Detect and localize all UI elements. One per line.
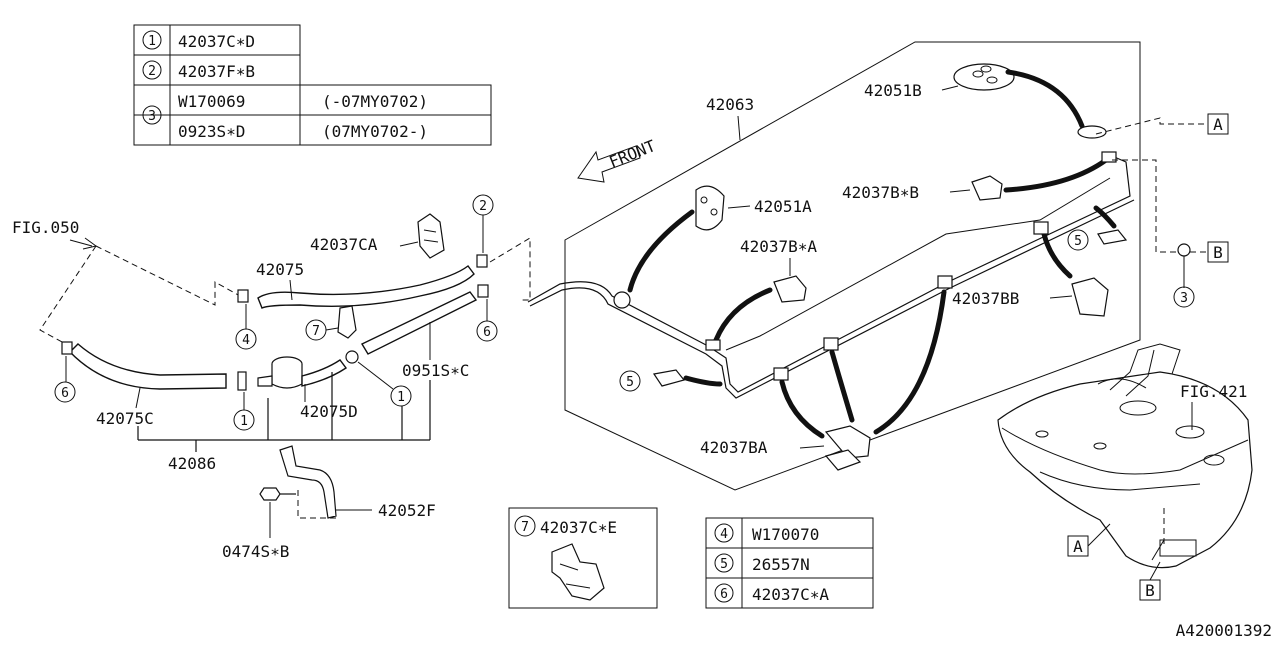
clamp-6-left xyxy=(61,341,73,355)
ref-part: 42037C∗D xyxy=(178,32,255,51)
label-42086: 42086 xyxy=(168,454,216,473)
fuel-tank: FIG.421 A B xyxy=(997,343,1253,601)
front-label: FRONT xyxy=(606,136,658,172)
ref-num: 6 xyxy=(720,587,728,602)
ref-part: 26557N xyxy=(752,555,810,574)
clip-42037ca xyxy=(417,213,445,259)
label-42075: 42075 xyxy=(256,260,304,279)
clamp-6-right xyxy=(477,284,489,298)
grommet-42051b xyxy=(953,63,1015,91)
clip-42037ce xyxy=(551,543,605,601)
clip-42037ba-star xyxy=(773,275,807,303)
clamp-2 xyxy=(476,254,488,268)
grommet-42051a xyxy=(695,185,725,231)
callout-1: 1 xyxy=(397,390,405,405)
label-42063: 42063 xyxy=(706,95,754,114)
label-42075d: 42075D xyxy=(300,402,358,421)
clamp-3 xyxy=(1177,243,1191,257)
bolt-0474sb xyxy=(259,487,281,501)
ref-note: (07MY0702-) xyxy=(322,122,428,141)
label-42051a: 42051A xyxy=(754,197,812,216)
label-42052f: 42052F xyxy=(378,501,436,520)
assembly-outline xyxy=(564,41,1141,491)
bracket-42052f xyxy=(279,445,337,519)
front-arrow-icon xyxy=(577,145,641,183)
ref-part: W170070 xyxy=(752,525,819,544)
label-42037bb: 42037BB xyxy=(952,289,1019,308)
ref-table-top: 1 42037C∗D 2 42037F∗B 3 W170069 (-07MY07… xyxy=(133,24,492,146)
clamp-4 xyxy=(237,289,249,303)
ref-box-a xyxy=(1207,113,1229,135)
ref-box-b xyxy=(1207,241,1229,263)
inset-part: 42037C∗E xyxy=(540,518,617,537)
ref-box-b-label: B xyxy=(1213,243,1223,262)
clip-5-right xyxy=(1097,229,1128,245)
ref-table-bottom: 4 W170070 5 26557N 6 42037C∗A xyxy=(705,517,874,609)
drawing-number: A420001392 xyxy=(1176,621,1272,640)
hose-42075 xyxy=(257,265,475,309)
callout-5: 5 xyxy=(626,375,634,390)
fig050-label: FIG.050 xyxy=(12,218,79,237)
label-42037ba: 42037BA xyxy=(700,438,768,457)
tank-ref-box-a-label: A xyxy=(1073,537,1083,556)
ref-note: (-07MY0702) xyxy=(322,92,428,111)
ref-num: 4 xyxy=(720,527,728,542)
inset-num: 7 xyxy=(521,520,529,535)
clip-42037bb xyxy=(1071,277,1109,317)
fig421-label: FIG.421 xyxy=(1180,382,1247,401)
label-42037ba-star: 42037B∗A xyxy=(740,237,817,256)
callout-1: 1 xyxy=(240,414,248,429)
tank-ref-box-b-label: B xyxy=(1145,581,1155,600)
label-0474sb: 0474S∗B xyxy=(222,542,289,561)
left-assembly: FIG.050 42037CA 42075 2 4 7 6 xyxy=(12,194,531,561)
label-42037ca: 42037CA xyxy=(310,235,378,254)
ref-num: 3 xyxy=(148,109,156,124)
ref-part: 42037C∗A xyxy=(752,585,829,604)
ref-num: 5 xyxy=(720,557,728,572)
callout-4: 4 xyxy=(242,333,250,348)
clip-7 xyxy=(337,305,357,339)
ref-part: 0923S∗D xyxy=(178,122,245,141)
inset-box-7: 7 42037C∗E xyxy=(508,507,658,609)
ref-num-1-circle xyxy=(142,30,162,50)
clamp-1-left xyxy=(237,371,247,391)
ref-part: 42037F∗B xyxy=(178,62,255,81)
ref-num-3-circle xyxy=(142,105,162,125)
label-42051b: 42051B xyxy=(864,81,922,100)
label-42075c: 42075C xyxy=(96,409,154,428)
check-valve xyxy=(271,364,303,389)
callout-6: 6 xyxy=(483,325,491,340)
ref-num: 2 xyxy=(148,64,156,79)
ref-boxes: A B 3 xyxy=(1095,113,1229,308)
label-42037bb-star: 42037B∗B xyxy=(842,183,919,202)
callout-3: 3 xyxy=(1180,291,1188,306)
label-0951sc: 0951S∗C xyxy=(402,361,469,380)
callout-6: 6 xyxy=(61,386,69,401)
callout-5: 5 xyxy=(1074,234,1082,249)
callout-7: 7 xyxy=(312,324,320,339)
hose-0951sc xyxy=(361,291,478,355)
clamp-1-right xyxy=(345,350,359,364)
clip-5-left xyxy=(652,369,686,387)
ref-num-2-circle xyxy=(142,60,162,80)
hose-42075c xyxy=(69,343,227,390)
ref-box-a-label: A xyxy=(1213,115,1223,134)
ref-part: W170069 xyxy=(178,92,245,111)
clip-42037bb-star xyxy=(971,175,1003,201)
ref-num: 1 xyxy=(148,34,156,49)
callout-2: 2 xyxy=(479,199,487,214)
